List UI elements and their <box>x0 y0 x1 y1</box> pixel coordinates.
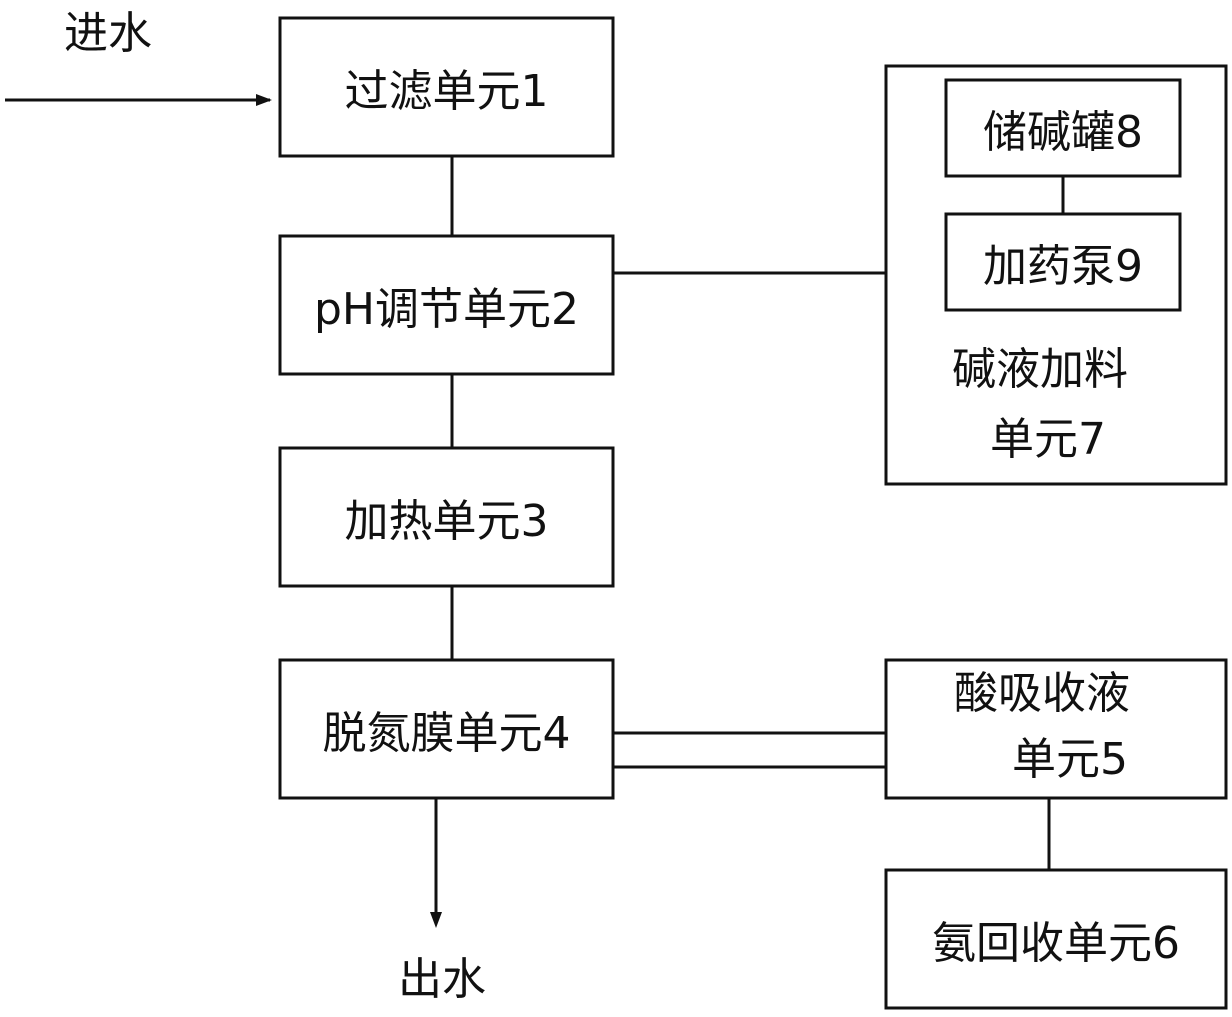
ph-unit-label: pH调节单元2 <box>313 284 579 335</box>
acid-unit-box <box>884 658 1228 800</box>
alkali-unit-label-line1: 碱液加料 <box>952 344 1128 395</box>
filter-unit-box <box>278 16 615 158</box>
filter-unit-label: 过滤单元1 <box>344 66 549 117</box>
acid-unit-label-line1: 酸吸收液 <box>954 668 1130 719</box>
heating-unit-box <box>278 446 615 588</box>
outlet-arrowhead <box>430 912 442 928</box>
alkali-unit-box <box>884 64 1228 486</box>
membrane-unit-label: 脱氮膜单元4 <box>322 708 571 759</box>
ammonia-unit-label: 氨回收单元6 <box>932 918 1180 969</box>
membrane-unit-box <box>278 658 615 800</box>
alkali-tank-label: 储碱罐8 <box>983 107 1143 158</box>
ammonia-unit-box <box>884 868 1228 1010</box>
inlet-label: 进水 <box>64 8 152 59</box>
alkali-unit-label-line2: 单元7 <box>990 414 1106 465</box>
outlet-label: 出水 <box>398 954 486 1005</box>
inlet-arrowhead <box>256 94 272 106</box>
acid-unit-label-line2: 单元5 <box>1012 734 1128 785</box>
dosing-pump-label: 加药泵9 <box>983 241 1143 292</box>
ph-unit-box <box>278 234 615 376</box>
heating-unit-label: 加热单元3 <box>344 496 549 547</box>
